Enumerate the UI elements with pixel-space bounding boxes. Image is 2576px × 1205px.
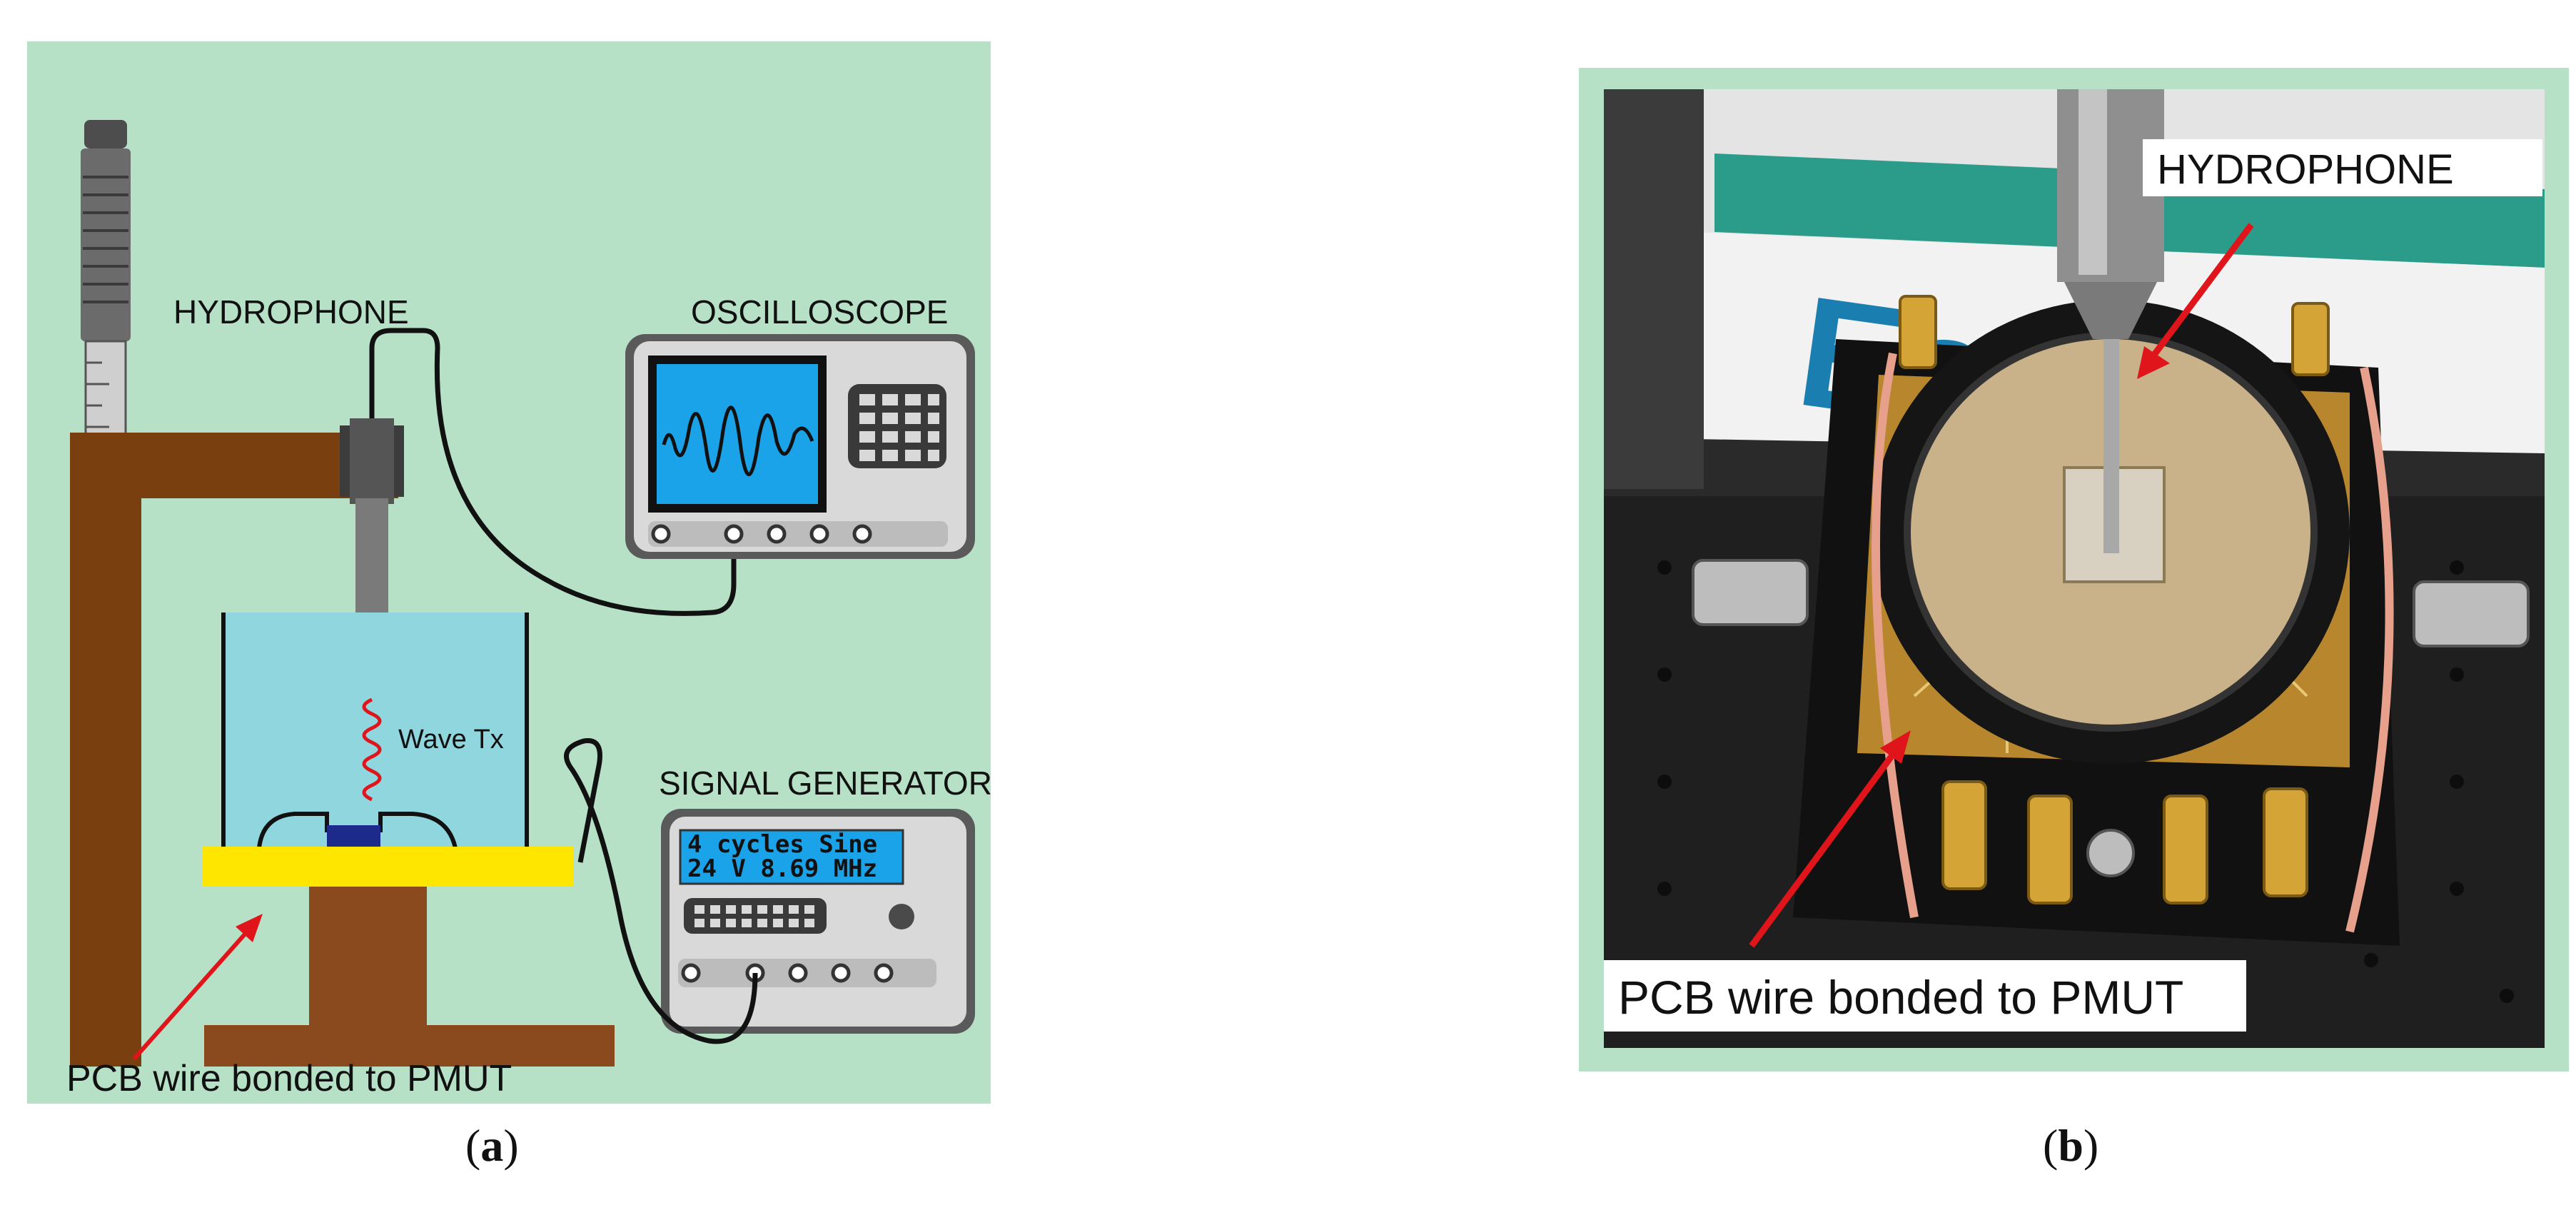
pcb-label: PCB wire bonded to PMUT [66, 1058, 512, 1099]
oscilloscope [625, 334, 975, 559]
signal-generator-label: SIGNAL GENERATOR [659, 765, 991, 802]
caption-a-close: ) [503, 1120, 519, 1171]
micrometer [81, 120, 131, 478]
wave-tx-signal [362, 697, 382, 802]
panel-b-photo: Ea [1579, 68, 2569, 1072]
setup-photo: Ea [1604, 89, 2545, 1048]
pcb-board [202, 847, 573, 887]
pedestal [204, 887, 615, 1067]
signal-generator: 4 cycles Sine 24 V 8.69 MHz [661, 809, 975, 1034]
oscilloscope-label: OSCILLOSCOPE [691, 293, 948, 331]
caption-a-open: ( [465, 1120, 481, 1171]
generator-display-line-2: 24 V 8.69 MHz [687, 854, 877, 883]
hydrophone-photo-label: HYDROPHONE [2157, 146, 2454, 193]
caption-b-open: ( [2043, 1120, 2059, 1171]
generator-display-line-1: 4 cycles Sine [687, 830, 877, 859]
setup-schematic: Wave Tx 4 cycles Sine 24 V 8.69 MHz [66, 120, 992, 1099]
oscilloscope-waveform [662, 405, 814, 476]
sma-connectors [1899, 295, 2330, 904]
caption-b-letter: b [2058, 1120, 2083, 1171]
caption-a-letter: a [480, 1120, 504, 1171]
pcb-arrow [132, 914, 263, 1060]
panel-a-schematic: Wave Tx 4 cycles Sine 24 V 8.69 MHz [27, 41, 992, 1104]
hydrophone-photo-arrow [2137, 223, 2254, 379]
generator-cable [564, 738, 758, 1044]
caption-b-close: ) [2083, 1120, 2099, 1171]
caption-a: (a) [465, 1119, 519, 1172]
caption-b: (b) [2043, 1119, 2098, 1172]
pcb-photo-arrow [1749, 730, 1911, 948]
hydrophone-label: HYDROPHONE [173, 293, 409, 331]
wave-tx-label: Wave Tx [398, 725, 504, 755]
water-tank [221, 612, 529, 849]
pcb-photo-label: PCB wire bonded to PMUT [1618, 971, 2183, 1024]
